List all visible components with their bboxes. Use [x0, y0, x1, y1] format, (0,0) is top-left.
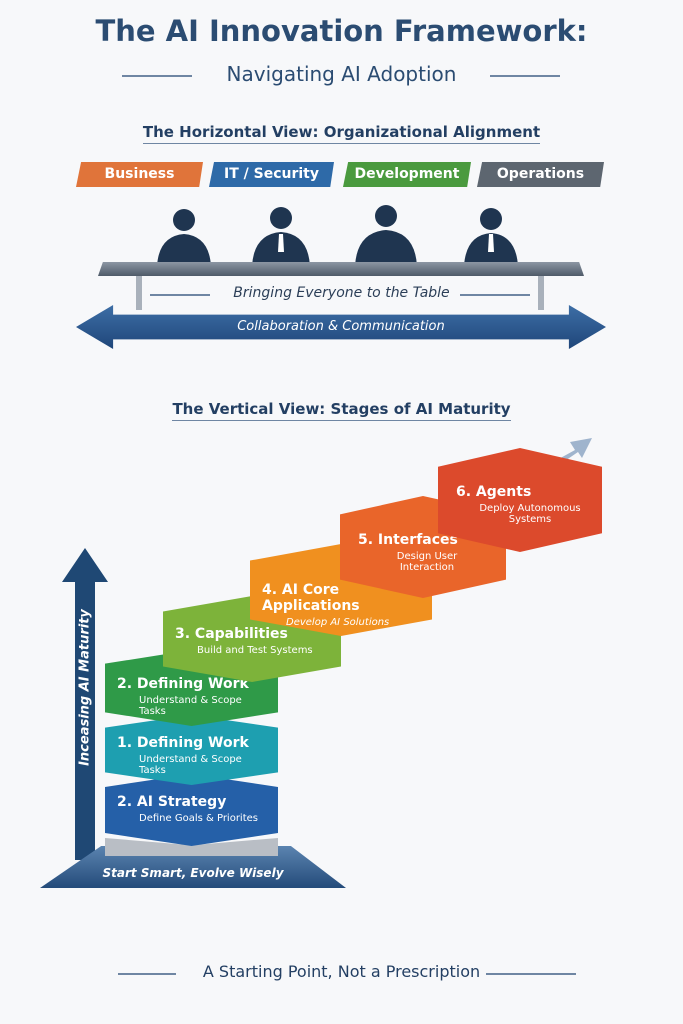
maturity-axis-label: Inceasing AI Maturity	[77, 609, 93, 766]
horizontal-heading: The Horizontal View: Organizational Alig…	[0, 123, 683, 144]
collaboration-arrow: Collaboration & Communication	[76, 305, 606, 349]
person-icon	[157, 209, 211, 266]
conference-table	[98, 262, 584, 276]
table-leg	[538, 276, 544, 310]
person-icon	[464, 208, 518, 266]
divider	[122, 75, 192, 77]
divider	[150, 294, 210, 296]
divider	[486, 973, 576, 975]
team-it-security: IT / Security	[209, 162, 334, 187]
maturity-arrow-icon	[62, 548, 108, 860]
divider	[460, 294, 530, 296]
footer-tagline: A Starting Point, Not a Prescription	[202, 962, 481, 981]
table-caption: Bringing Everyone to the Table	[233, 285, 450, 301]
team-development: Development	[343, 162, 471, 187]
person-icon	[355, 205, 417, 266]
person-icon	[252, 207, 310, 266]
table-leg	[136, 276, 142, 310]
base-strip	[105, 838, 278, 856]
page-title: The AI Innovation Framework:	[95, 14, 588, 48]
page-subtitle: Navigating AI Adoption	[226, 62, 457, 86]
team-business: Business	[76, 162, 203, 187]
vertical-heading: The Vertical View: Stages of AI Maturity	[0, 400, 683, 421]
team-operations: Operations	[477, 162, 604, 187]
divider	[490, 75, 560, 77]
divider	[118, 973, 176, 975]
